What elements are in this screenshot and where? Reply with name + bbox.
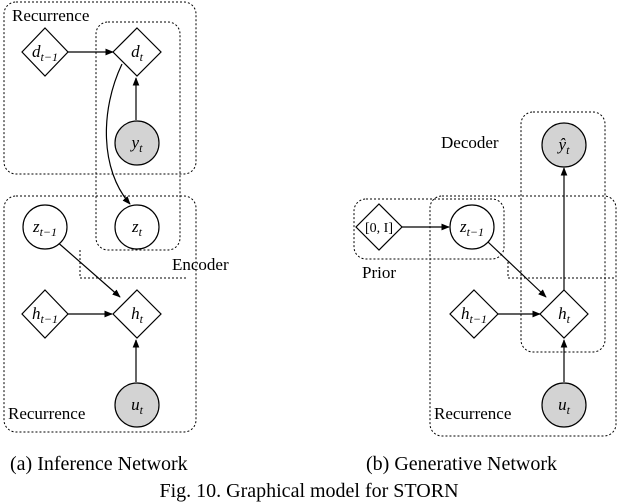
caption-b: (b) Generative Network <box>366 453 557 475</box>
encoder-plate <box>95 21 181 251</box>
recurrence-bottom-label: Recurrence <box>8 404 85 423</box>
node-u-t: ut <box>541 382 587 428</box>
svg-text:zt−1: zt−1 <box>459 217 484 239</box>
svg-text:ht−1: ht−1 <box>32 304 58 326</box>
decoder-label: Decoder <box>441 133 499 152</box>
inference-network: Recurrence Encoder Recurrence dt−1 dt yt… <box>3 1 229 433</box>
svg-text:dt: dt <box>131 42 144 64</box>
recurrence-top-label: Recurrence <box>12 6 89 25</box>
node-u-t: ut <box>114 382 160 428</box>
recurrence-bottom-plate <box>3 195 197 433</box>
node-y-t: yt <box>114 120 160 166</box>
svg-text:ut: ut <box>131 395 144 417</box>
encoder-bottom-notch <box>79 250 186 279</box>
node-prior-dist: [0, I] <box>355 203 403 251</box>
decoder-plate <box>520 111 606 353</box>
node-z-prev: zt−1 <box>22 204 68 250</box>
recurrence-plate-notch <box>507 262 616 279</box>
caption-a: (a) Inference Network <box>10 453 188 475</box>
prior-label: Prior <box>362 263 396 282</box>
recurrence-label: Recurrence <box>434 404 511 423</box>
svg-text:ht: ht <box>131 304 144 326</box>
generative-network: Decoder Prior Recurrence ŷt [0, I] zt−1 … <box>353 111 617 437</box>
svg-text:dt−1: dt−1 <box>32 42 58 64</box>
node-h-t: ht <box>112 289 162 339</box>
node-h-prev: ht−1 <box>21 289 69 339</box>
encoder-label: Encoder <box>172 255 229 274</box>
node-h-t: ht <box>539 289 589 339</box>
edge-dt-zt <box>105 63 131 205</box>
edge-zprev-ht <box>54 239 121 298</box>
figure-caption: Fig. 10. Graphical model for STORN <box>159 480 458 502</box>
svg-text:ut: ut <box>558 395 571 417</box>
svg-text:ŷt: ŷt <box>557 135 571 157</box>
node-yhat-t: ŷt <box>541 122 587 168</box>
svg-text:zt−1: zt−1 <box>32 217 57 239</box>
node-z-t: zt <box>114 204 160 250</box>
svg-text:[0, I]: [0, I] <box>365 221 393 236</box>
recurrence-plate <box>429 195 617 437</box>
svg-text:zt: zt <box>131 217 143 239</box>
node-z-prev: zt−1 <box>449 204 495 250</box>
recurrence-top-plate <box>3 1 197 175</box>
edge-zprev-ht <box>487 241 547 298</box>
node-d-prev: dt−1 <box>21 27 69 77</box>
svg-text:yt: yt <box>130 133 144 155</box>
svg-text:ht: ht <box>558 304 571 326</box>
svg-text:ht−1: ht−1 <box>461 304 487 326</box>
node-h-prev: ht−1 <box>449 289 499 339</box>
node-d-t: dt <box>112 27 162 77</box>
